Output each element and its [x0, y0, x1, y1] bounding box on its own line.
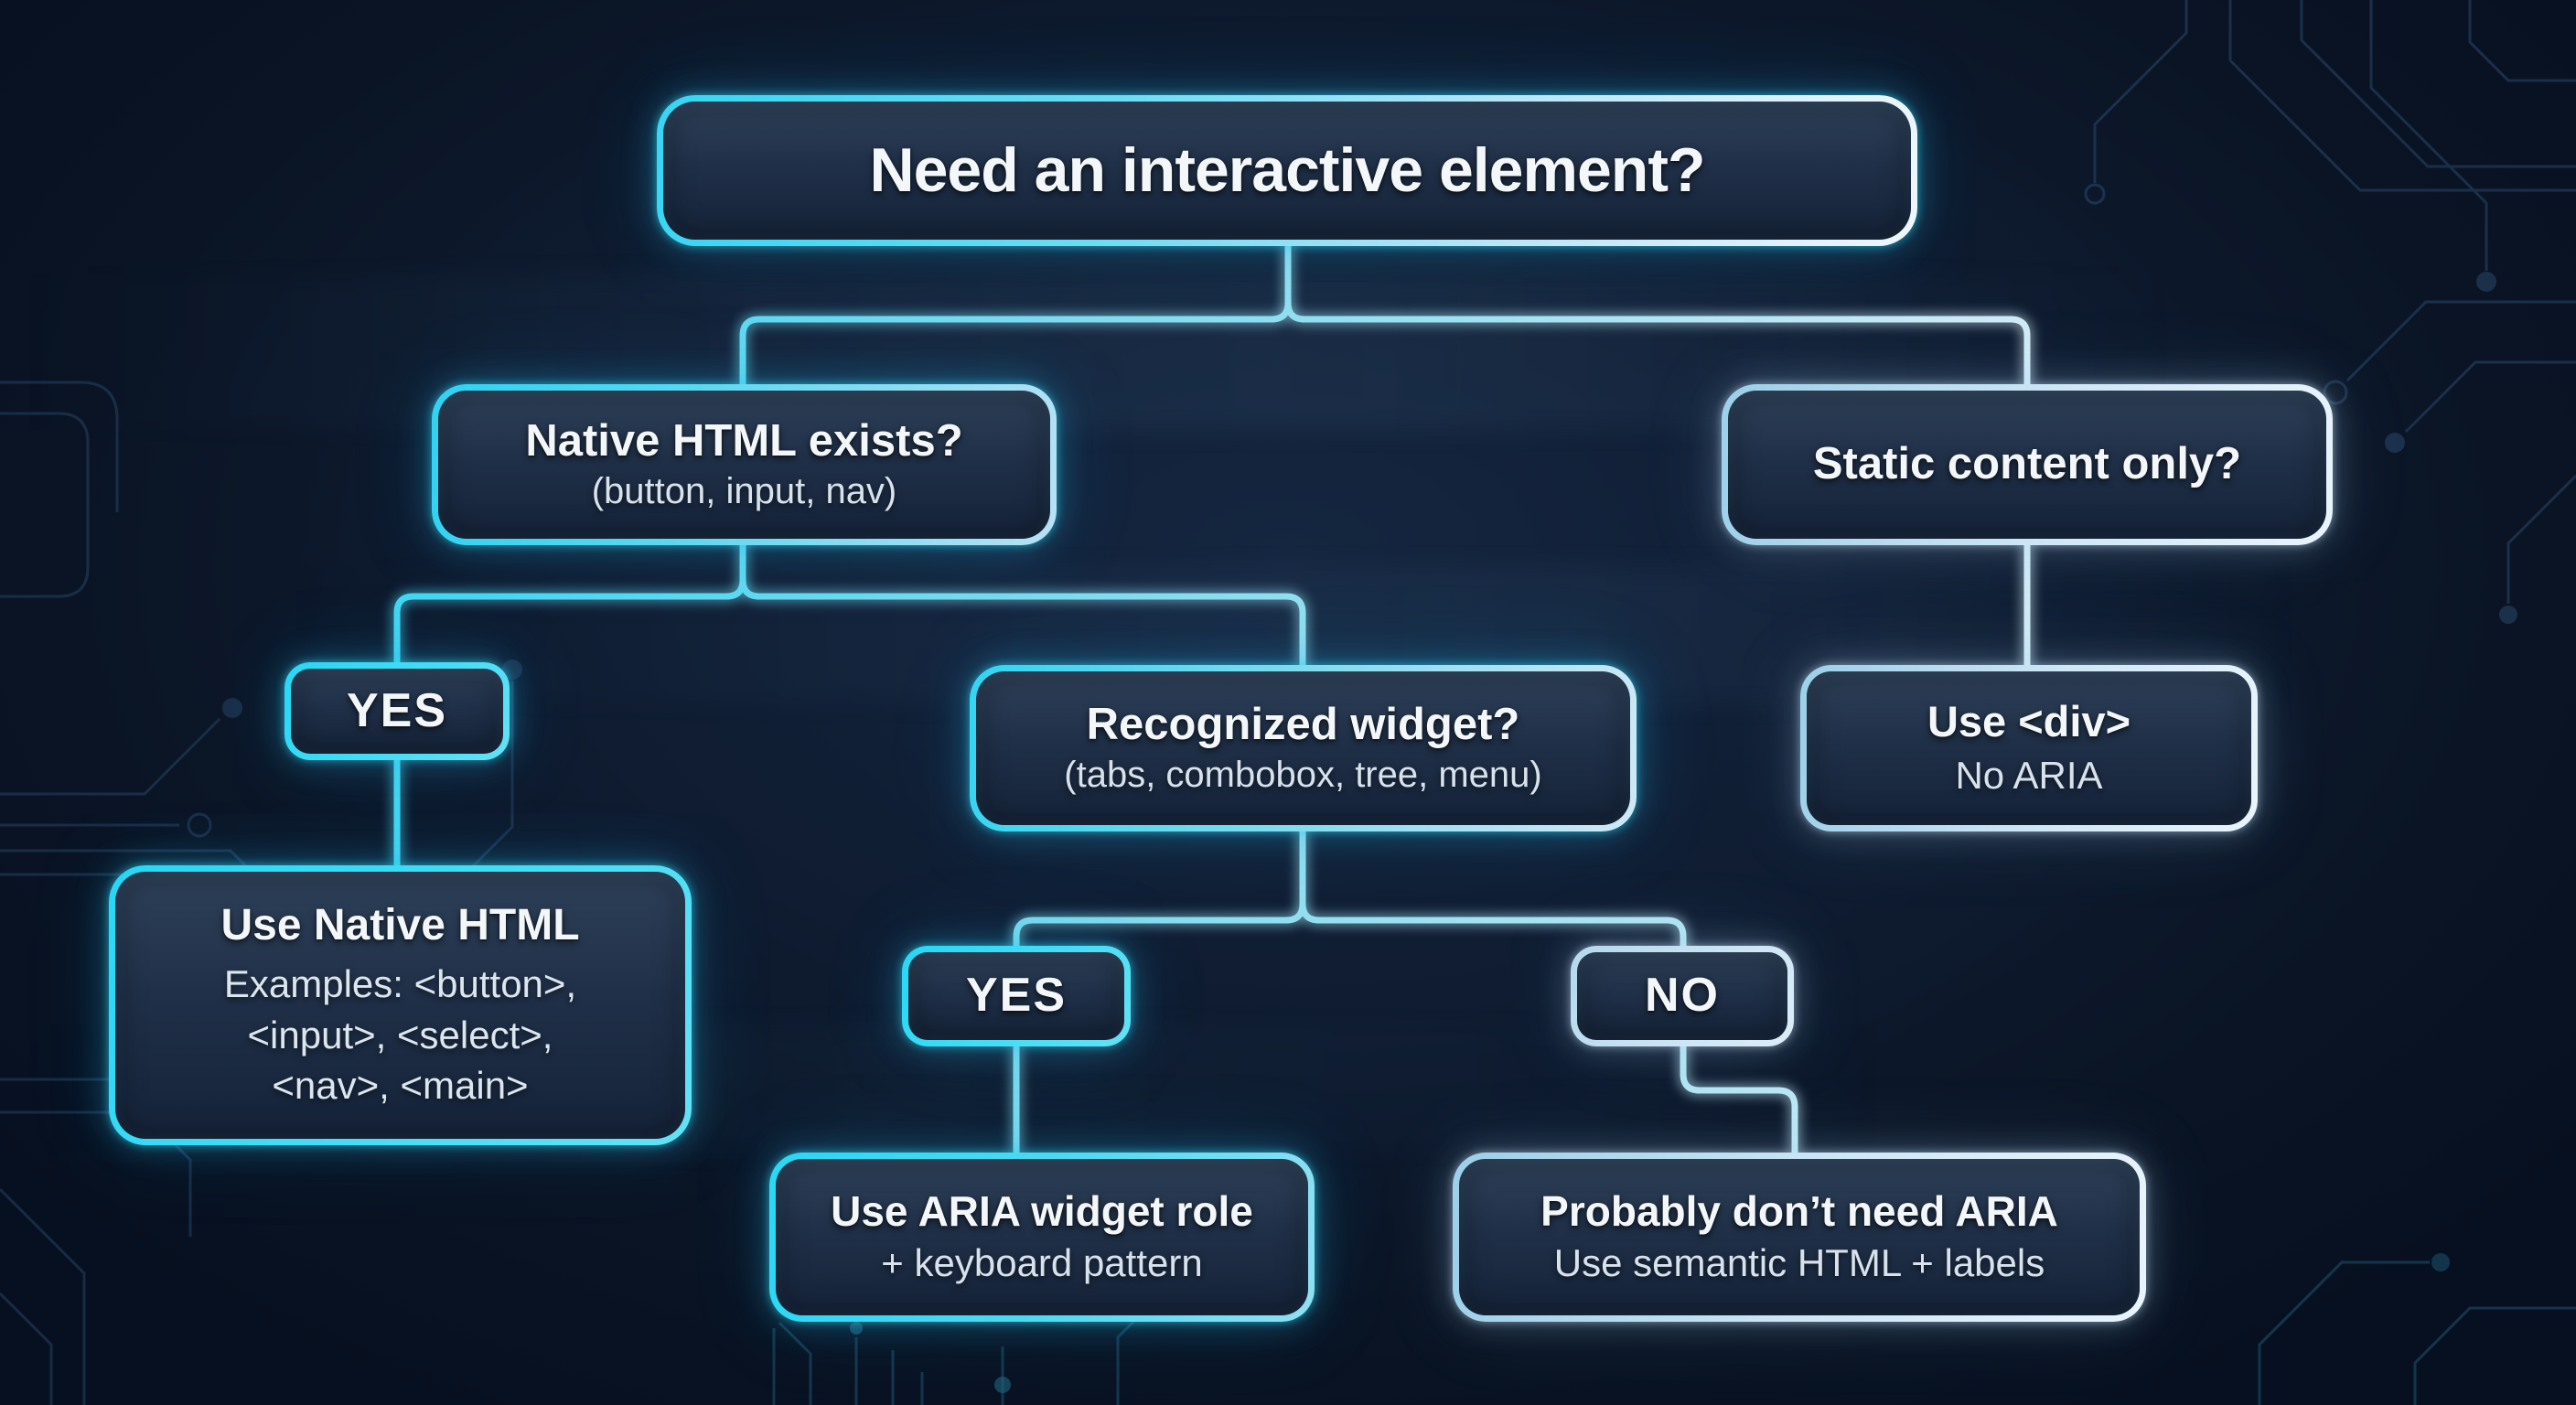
- node-subtitle: (tabs, combobox, tree, menu): [1064, 754, 1542, 795]
- node-label: YES: [965, 969, 1068, 1023]
- node-title: Static content only?: [1812, 439, 2242, 489]
- node-use-aria-widget-role: Use ARIA widget role + keyboard pattern: [769, 1153, 1315, 1322]
- node-example-line: <input>, <select>,: [247, 1013, 553, 1056]
- node-title: Recognized widget?: [1086, 700, 1520, 750]
- node-root-question: Need an interactive element?: [657, 95, 1917, 246]
- edge-root-native: [739, 242, 1292, 388]
- node-yes-native: YES: [284, 662, 510, 760]
- node-example-line: Examples: <button>,: [223, 962, 577, 1006]
- node-title: Probably don’t need ARIA: [1540, 1187, 2058, 1236]
- circuit-bottom-center: [772, 1253, 2576, 1405]
- node-title: Use Native HTML: [220, 900, 580, 949]
- circuit-top-right: [2084, 0, 2576, 624]
- node-title: Native HTML exists?: [525, 416, 963, 467]
- edge-widget-no: [1299, 828, 1687, 951]
- node-subtitle: Use semantic HTML + labels: [1553, 1241, 2045, 1285]
- node-label: YES: [346, 683, 448, 737]
- edge-no-noaria: [1680, 1043, 1798, 1156]
- node-example-line: <nav>, <main>: [272, 1064, 529, 1108]
- node-subtitle: (button, input, nav): [591, 470, 897, 511]
- node-static-content-only: Static content only?: [1722, 384, 2333, 545]
- node-title: Use ARIA widget role: [831, 1187, 1253, 1236]
- node-probably-no-aria: Probably don’t need ARIA Use semantic HT…: [1453, 1153, 2146, 1322]
- node-yes-widget: YES: [902, 946, 1131, 1046]
- node-native-html-exists: Native HTML exists? (button, input, nav): [432, 384, 1057, 545]
- edge-widget-yes: [1013, 828, 1306, 951]
- edge-native-yes: [393, 542, 746, 666]
- node-subtitle: + keyboard pattern: [881, 1241, 1203, 1285]
- node-no-widget: NO: [1571, 946, 1794, 1046]
- node-recognized-widget: Recognized widget? (tabs, combobox, tree…: [970, 665, 1637, 831]
- node-title: Need an interactive element?: [869, 135, 1705, 206]
- edge-root-static: [1284, 242, 2031, 388]
- node-title: Use <div>: [1927, 697, 2131, 746]
- node-label: NO: [1645, 969, 1720, 1023]
- edge-native-widget: [739, 542, 1306, 669]
- node-use-div-no-aria: Use <div> No ARIA: [1800, 665, 2258, 831]
- node-use-native-html: Use Native HTML Examples: <button>, <inp…: [109, 865, 692, 1145]
- node-subtitle: No ARIA: [1955, 754, 2103, 798]
